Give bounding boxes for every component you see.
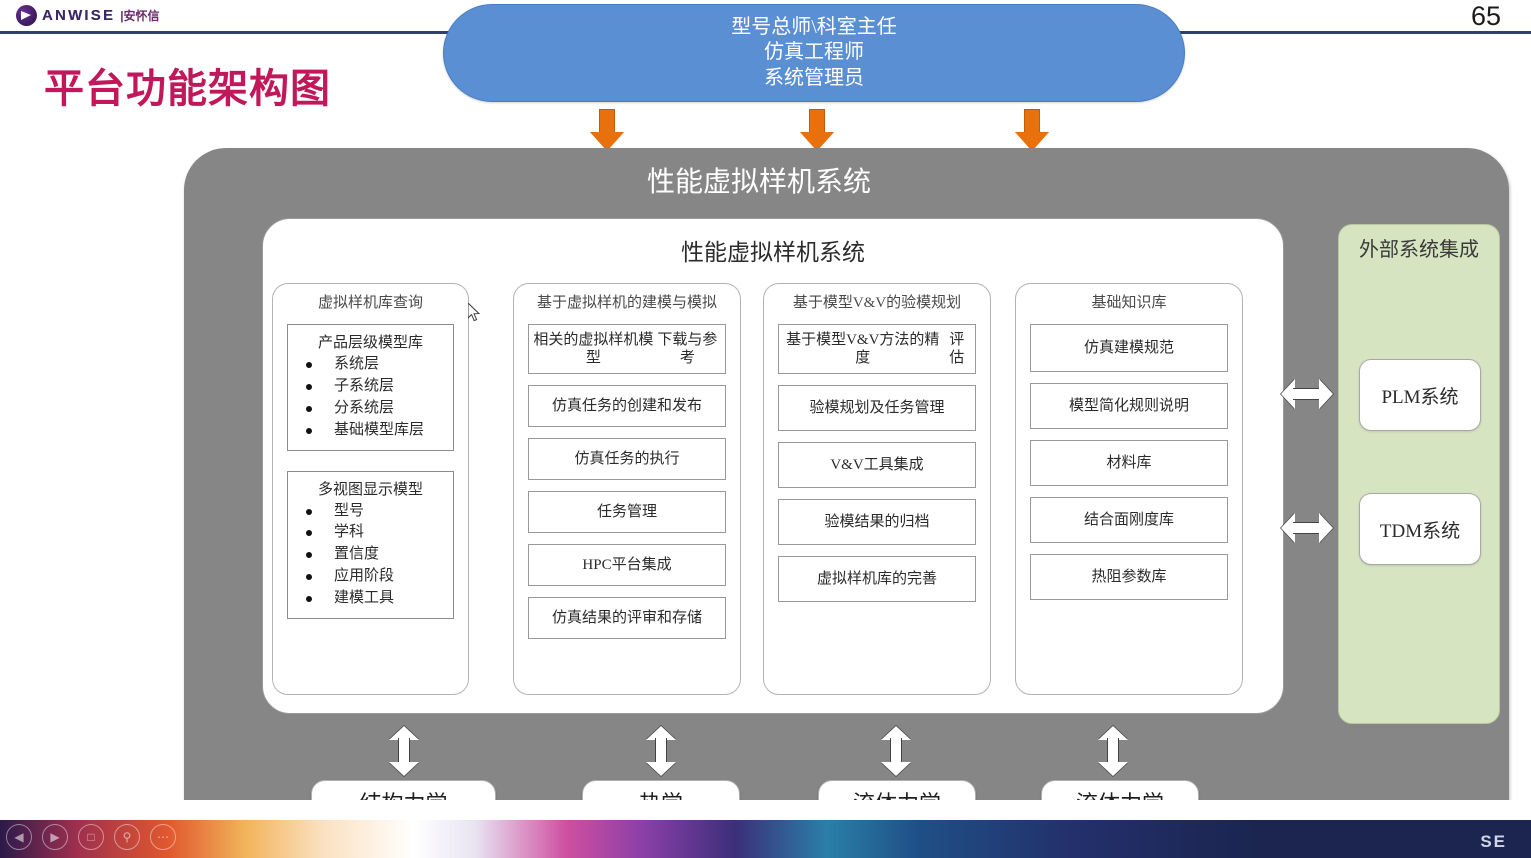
column-modeling-simulation[interactable]: 基于虚拟样机的建模与模拟 相关的虚拟样机模型下载与参考 仿真任务的创建和发布 仿… — [513, 283, 741, 695]
roles-banner: 型号总师\科室主任 仿真工程师 系统管理员 — [443, 4, 1185, 102]
function-box[interactable]: 材料库 — [1030, 440, 1228, 486]
list-box-product-hierarchy[interactable]: 产品层级模型库 系统层 子系统层 分系统层 基础模型库层 — [287, 324, 454, 451]
list-item[interactable]: 子系统层 — [288, 376, 453, 398]
forward-icon[interactable]: ▶ — [42, 824, 68, 850]
column-body: 基于模型V&V方法的精度评估 验模规划及任务管理 V&V工具集成 验模结果的归档… — [764, 324, 990, 602]
back-icon[interactable]: ◀ — [6, 824, 32, 850]
brand-name-cn: |安怀信 — [120, 8, 160, 23]
function-box[interactable]: HPC平台集成 — [528, 544, 726, 586]
external-system-tdm[interactable]: TDM系统 — [1359, 493, 1481, 565]
function-box[interactable]: 验模结果的归档 — [778, 499, 976, 545]
bullet-list: 系统层 子系统层 分系统层 基础模型库层 — [288, 354, 453, 442]
list-item[interactable]: 建模工具 — [288, 588, 453, 610]
list-item[interactable]: 系统层 — [288, 354, 453, 376]
list-item[interactable]: 置信度 — [288, 544, 453, 566]
function-box[interactable]: 仿真任务的执行 — [528, 438, 726, 480]
list-item[interactable]: 型号 — [288, 501, 453, 523]
function-box[interactable]: 模型简化规则说明 — [1030, 383, 1228, 429]
external-system-plm[interactable]: PLM系统 — [1359, 359, 1481, 431]
taskbar[interactable]: ◀ ▶ □ ⚲ ⋯ SE — [0, 820, 1531, 858]
role-line-3: 系统管理员 — [764, 66, 864, 89]
column-title: 虚拟样机库查询 — [317, 295, 423, 311]
search-icon[interactable]: ⚲ — [114, 824, 140, 850]
inner-panel-title: 性能虚拟样机系统 — [681, 240, 865, 265]
taskbar-icon-group[interactable]: ◀ ▶ □ ⚲ ⋯ — [6, 824, 176, 850]
role-line-2: 仿真工程师 — [764, 41, 864, 64]
column-title: 基于模型V&V的验模规划 — [792, 295, 962, 311]
column-virtual-prototype-query[interactable]: 虚拟样机库查询 产品层级模型库 系统层 子系统层 分系统层 基础模型库层 多视图… — [272, 283, 469, 695]
function-box[interactable]: 基于模型V&V方法的精度评估 — [778, 324, 976, 374]
list-item[interactable]: 应用阶段 — [288, 566, 453, 588]
double-arrow-icon-discipline-4 — [1098, 726, 1128, 776]
window-bottom-gap — [0, 800, 1531, 820]
column-body: 相关的虚拟样机模型下载与参考 仿真任务的创建和发布 仿真任务的执行 任务管理 H… — [514, 324, 740, 639]
double-arrow-icon-discipline-3 — [881, 726, 911, 776]
list-box-title: 产品层级模型库 — [317, 335, 423, 351]
system-frame-title: 性能虚拟样机系统 — [646, 167, 871, 198]
column-title: 基础知识库 — [1091, 295, 1167, 311]
column-body: 产品层级模型库 系统层 子系统层 分系统层 基础模型库层 多视图显示模型 型号 … — [273, 324, 468, 620]
function-box[interactable]: 仿真任务的创建和发布 — [528, 385, 726, 427]
role-line-1: 型号总师\科室主任 — [731, 15, 897, 38]
list-box-multiview-model[interactable]: 多视图显示模型 型号 学科 置信度 应用阶段 建模工具 — [287, 470, 454, 620]
list-item[interactable]: 基础模型库层 — [288, 420, 453, 442]
function-box[interactable]: 虚拟样机库的完善 — [778, 556, 976, 602]
page-title: 平台功能架构图 — [44, 67, 331, 111]
bullet-list: 型号 学科 置信度 应用阶段 建模工具 — [288, 501, 453, 610]
column-knowledge-base[interactable]: 基础知识库 仿真建模规范 模型简化规则说明 材料库 结合面刚度库 热阻参数库 — [1015, 283, 1243, 695]
more-icon[interactable]: ⋯ — [150, 824, 176, 850]
list-item[interactable]: 学科 — [288, 522, 453, 544]
anwise-logo: ANWISE |安怀信 — [16, 2, 160, 28]
anwise-logo-icon — [16, 4, 37, 26]
double-arrow-icon-plm — [1281, 379, 1333, 409]
function-box[interactable]: 结合面刚度库 — [1030, 497, 1228, 543]
external-systems-title: 外部系统集成 — [1359, 239, 1479, 261]
external-systems-panel[interactable]: 外部系统集成 PLM系统 TDM系统 — [1338, 224, 1500, 724]
function-box[interactable]: V&V工具集成 — [778, 442, 976, 488]
double-arrow-icon-tdm — [1281, 513, 1333, 543]
double-arrow-icon-discipline-2 — [646, 726, 676, 776]
function-box[interactable]: 验模规划及任务管理 — [778, 385, 976, 431]
down-arrow-icon-2 — [800, 109, 834, 151]
function-box[interactable]: 相关的虚拟样机模型下载与参考 — [528, 324, 726, 374]
home-icon[interactable]: □ — [78, 824, 104, 850]
function-box[interactable]: 任务管理 — [528, 491, 726, 533]
column-title: 基于虚拟样机的建模与模拟 — [536, 295, 717, 311]
down-arrow-icon-1 — [590, 109, 624, 151]
function-box[interactable]: 仿真建模规范 — [1030, 324, 1228, 372]
taskbar-right-label: SE — [1480, 832, 1507, 851]
double-arrow-icon-discipline-1 — [389, 726, 419, 776]
function-box[interactable]: 热阻参数库 — [1030, 554, 1228, 600]
brand-name-en: ANWISE — [42, 6, 116, 24]
down-arrow-icon-3 — [1015, 109, 1049, 151]
list-item[interactable]: 分系统层 — [288, 398, 453, 420]
column-body: 仿真建模规范 模型简化规则说明 材料库 结合面刚度库 热阻参数库 — [1016, 324, 1242, 600]
column-vv-verification-planning[interactable]: 基于模型V&V的验模规划 基于模型V&V方法的精度评估 验模规划及任务管理 V&… — [763, 283, 991, 695]
page-number: 65 — [1470, 1, 1501, 31]
function-box[interactable]: 仿真结果的评审和存储 — [528, 597, 726, 639]
list-box-title: 多视图显示模型 — [317, 481, 423, 498]
